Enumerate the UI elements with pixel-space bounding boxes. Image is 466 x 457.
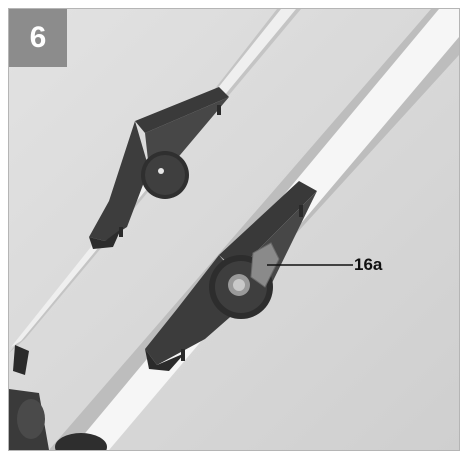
illustration-frame: 6 16a — [8, 8, 460, 451]
step-number-badge: 6 — [9, 9, 67, 67]
upper-mounting-bracket — [89, 87, 229, 249]
wheel-assembly — [9, 345, 107, 450]
release-lever — [250, 242, 280, 288]
lower-mounting-bracket — [145, 181, 317, 371]
callout-label-16a: 16a — [354, 255, 383, 274]
stroller-frame-photo — [9, 9, 459, 450]
